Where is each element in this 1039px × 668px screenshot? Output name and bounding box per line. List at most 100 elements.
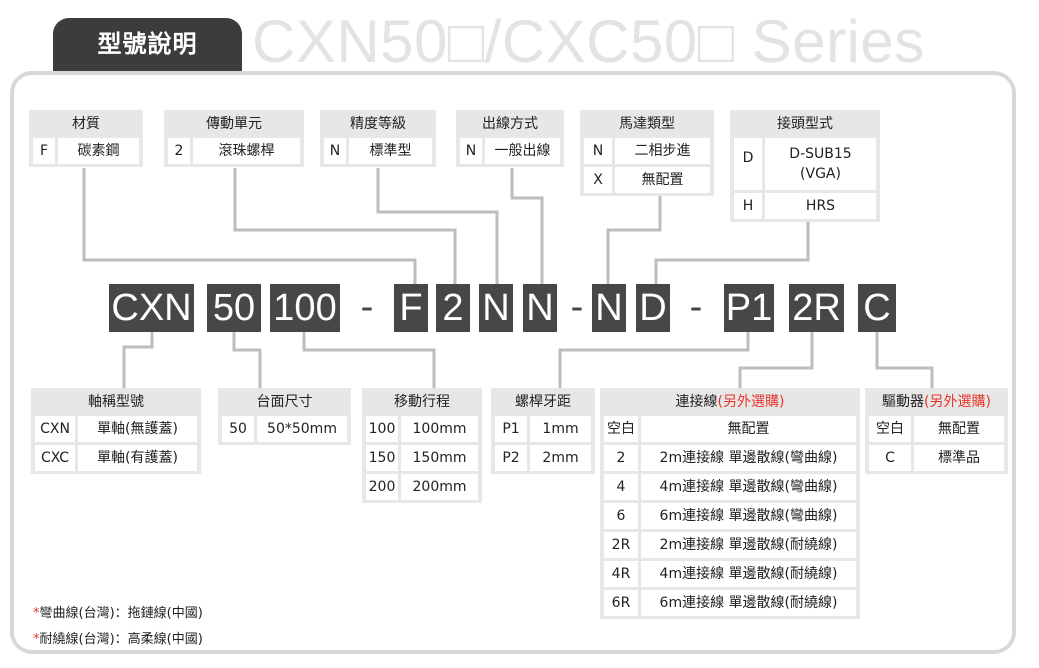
field-title: 驅動器(另外選購) [869,391,1004,413]
option-code: N [324,138,346,164]
option-code: 100 [366,416,398,442]
optional-purchase-note: (另外選購) [924,394,991,410]
option-code: 4R [604,561,638,587]
optional-purchase-note: (另外選購) [717,394,785,410]
field-title: 馬達類型 [619,116,675,132]
option-code: H [734,193,762,219]
option-code: P1 [495,416,527,442]
option-desc: 一般出線 [485,138,560,164]
option-code: P2 [495,445,527,471]
option-code: D [734,138,762,190]
model-segment-connector: D [636,284,670,332]
option-desc: 標準品 [914,445,1004,471]
option-code: C [869,445,911,471]
option-desc: 1mm [530,416,591,442]
option-code: F [33,138,55,164]
option-desc: 二相步進 [615,138,710,164]
connector-driver [875,332,934,388]
option-desc: 2m連接線 單邊散線(耐繞線) [641,532,856,558]
option-desc: 標準型 [349,138,432,164]
content-frame [10,71,1016,654]
option-code: CXC [35,445,75,471]
option-desc: 2mm [530,445,591,471]
model-segment-driver: C [858,284,896,332]
option-desc: 無配置 [914,416,1004,442]
footnote-marker: * [33,632,40,647]
option-code: 2 [168,138,190,164]
connector-connector [654,222,810,285]
option-code: N [460,138,482,164]
model-segment-stroke: 100 [270,284,340,332]
field-title: 精度等級 [350,116,406,132]
footnote-text: 彎曲線(台灣)：拖鏈線(中國) [39,606,203,621]
field-title: 傳動單元 [206,116,262,132]
field-title: 移動行程 [394,394,450,410]
option-desc: 單軸(無護蓋) [78,416,197,442]
option-desc: 無配置 [615,167,710,193]
option-desc: 4m連接線 單邊散線(耐繞線) [641,561,856,587]
option-code: 2 [604,445,638,471]
option-desc: 150mm [401,445,478,471]
model-separator: - [360,286,374,328]
option-code: 6 [604,503,638,529]
footnote-bend-cable: *彎曲線(台灣)：拖鏈線(中國) [33,602,203,621]
model-separator: - [689,286,703,328]
model-separator: - [570,286,584,328]
option-desc: 100mm [401,416,478,442]
option-desc-line1: D-SUB15 [789,146,852,162]
model-segment-drive: 2 [436,284,470,332]
connector-motor [606,195,662,285]
model-segment-motor: N [592,284,626,332]
option-desc: 4m連接線 單邊散線(彎曲線) [641,474,856,500]
footnote-text: 耐繞線(台灣)：高柔線(中國) [39,632,203,647]
title-tab: 型號說明 [53,18,242,72]
footnote-flex-cable: *耐繞線(台灣)：高柔線(中國) [33,628,203,647]
option-desc: 2m連接線 單邊散線(彎曲線) [641,445,856,471]
option-code: 4 [604,474,638,500]
option-desc: HRS [765,193,876,219]
model-segment-material: F [394,284,428,332]
field-title: 連接線(另外選購) [604,391,856,413]
option-desc: 200mm [401,474,478,500]
series-title: CXN50□/CXC50□ Series [252,8,925,75]
option-desc: 單軸(有護蓋) [78,445,197,471]
option-desc: 碳素鋼 [58,138,139,164]
footnote-marker: * [33,606,40,621]
connector-wiring [510,168,544,285]
connector-stroke [302,332,436,388]
connector-cable [738,332,814,388]
field-title: 台面尺寸 [256,394,313,410]
option-desc: 6m連接線 單邊散線(耐繞線) [641,590,856,616]
model-segment-axis: CXN [109,284,194,332]
connector-table-size [232,332,262,388]
option-desc-line2: (VGA) [800,166,841,182]
option-code: 空白 [604,416,638,442]
connector-material [82,168,417,285]
option-code: 50 [222,416,254,442]
option-code: X [584,167,612,193]
option-code: CXN [35,416,75,442]
field-title-text: 驅動器 [882,394,925,410]
option-code: 空白 [869,416,911,442]
model-segment-table-size: 50 [207,284,261,332]
model-segment-lead: P1 [724,284,774,332]
option-desc: 滾珠螺桿 [193,138,300,164]
option-desc: 無配置 [641,416,856,442]
model-segment-cable: 2R [789,284,844,332]
field-title: 軸稱型號 [88,394,144,410]
option-code: 200 [366,474,398,500]
field-title: 材質 [72,116,100,132]
connector-lead [558,332,750,388]
option-code: 2R [604,532,638,558]
option-code: 150 [366,445,398,471]
